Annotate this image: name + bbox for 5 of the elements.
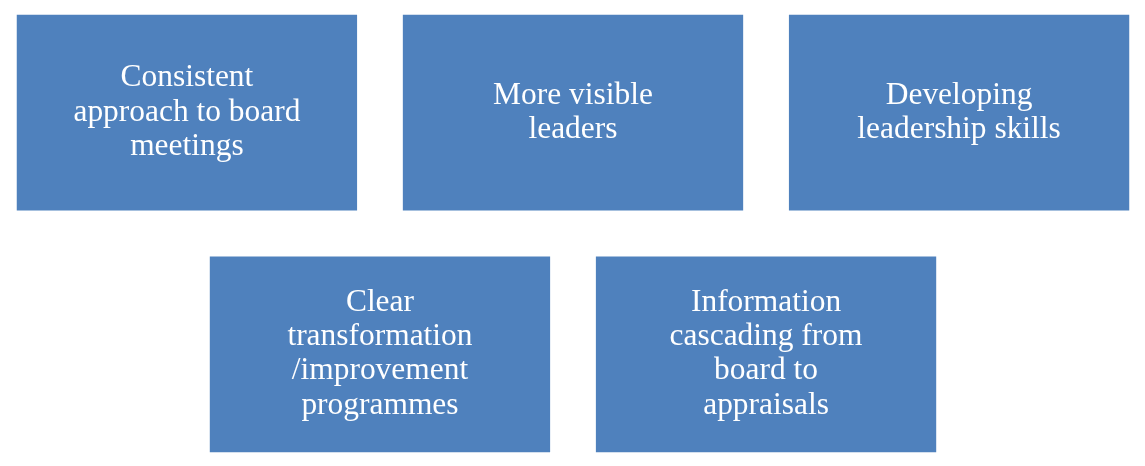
node-box: Information cascading from board to appraisals: [595, 255, 936, 452]
node-box: Developing leadership skills: [788, 14, 1129, 211]
node-box: Clear transformation /improvement programmes: [209, 255, 550, 452]
node-box: Consistent approach to board meetings: [16, 14, 357, 211]
node-box: More visible leaders: [402, 14, 743, 211]
